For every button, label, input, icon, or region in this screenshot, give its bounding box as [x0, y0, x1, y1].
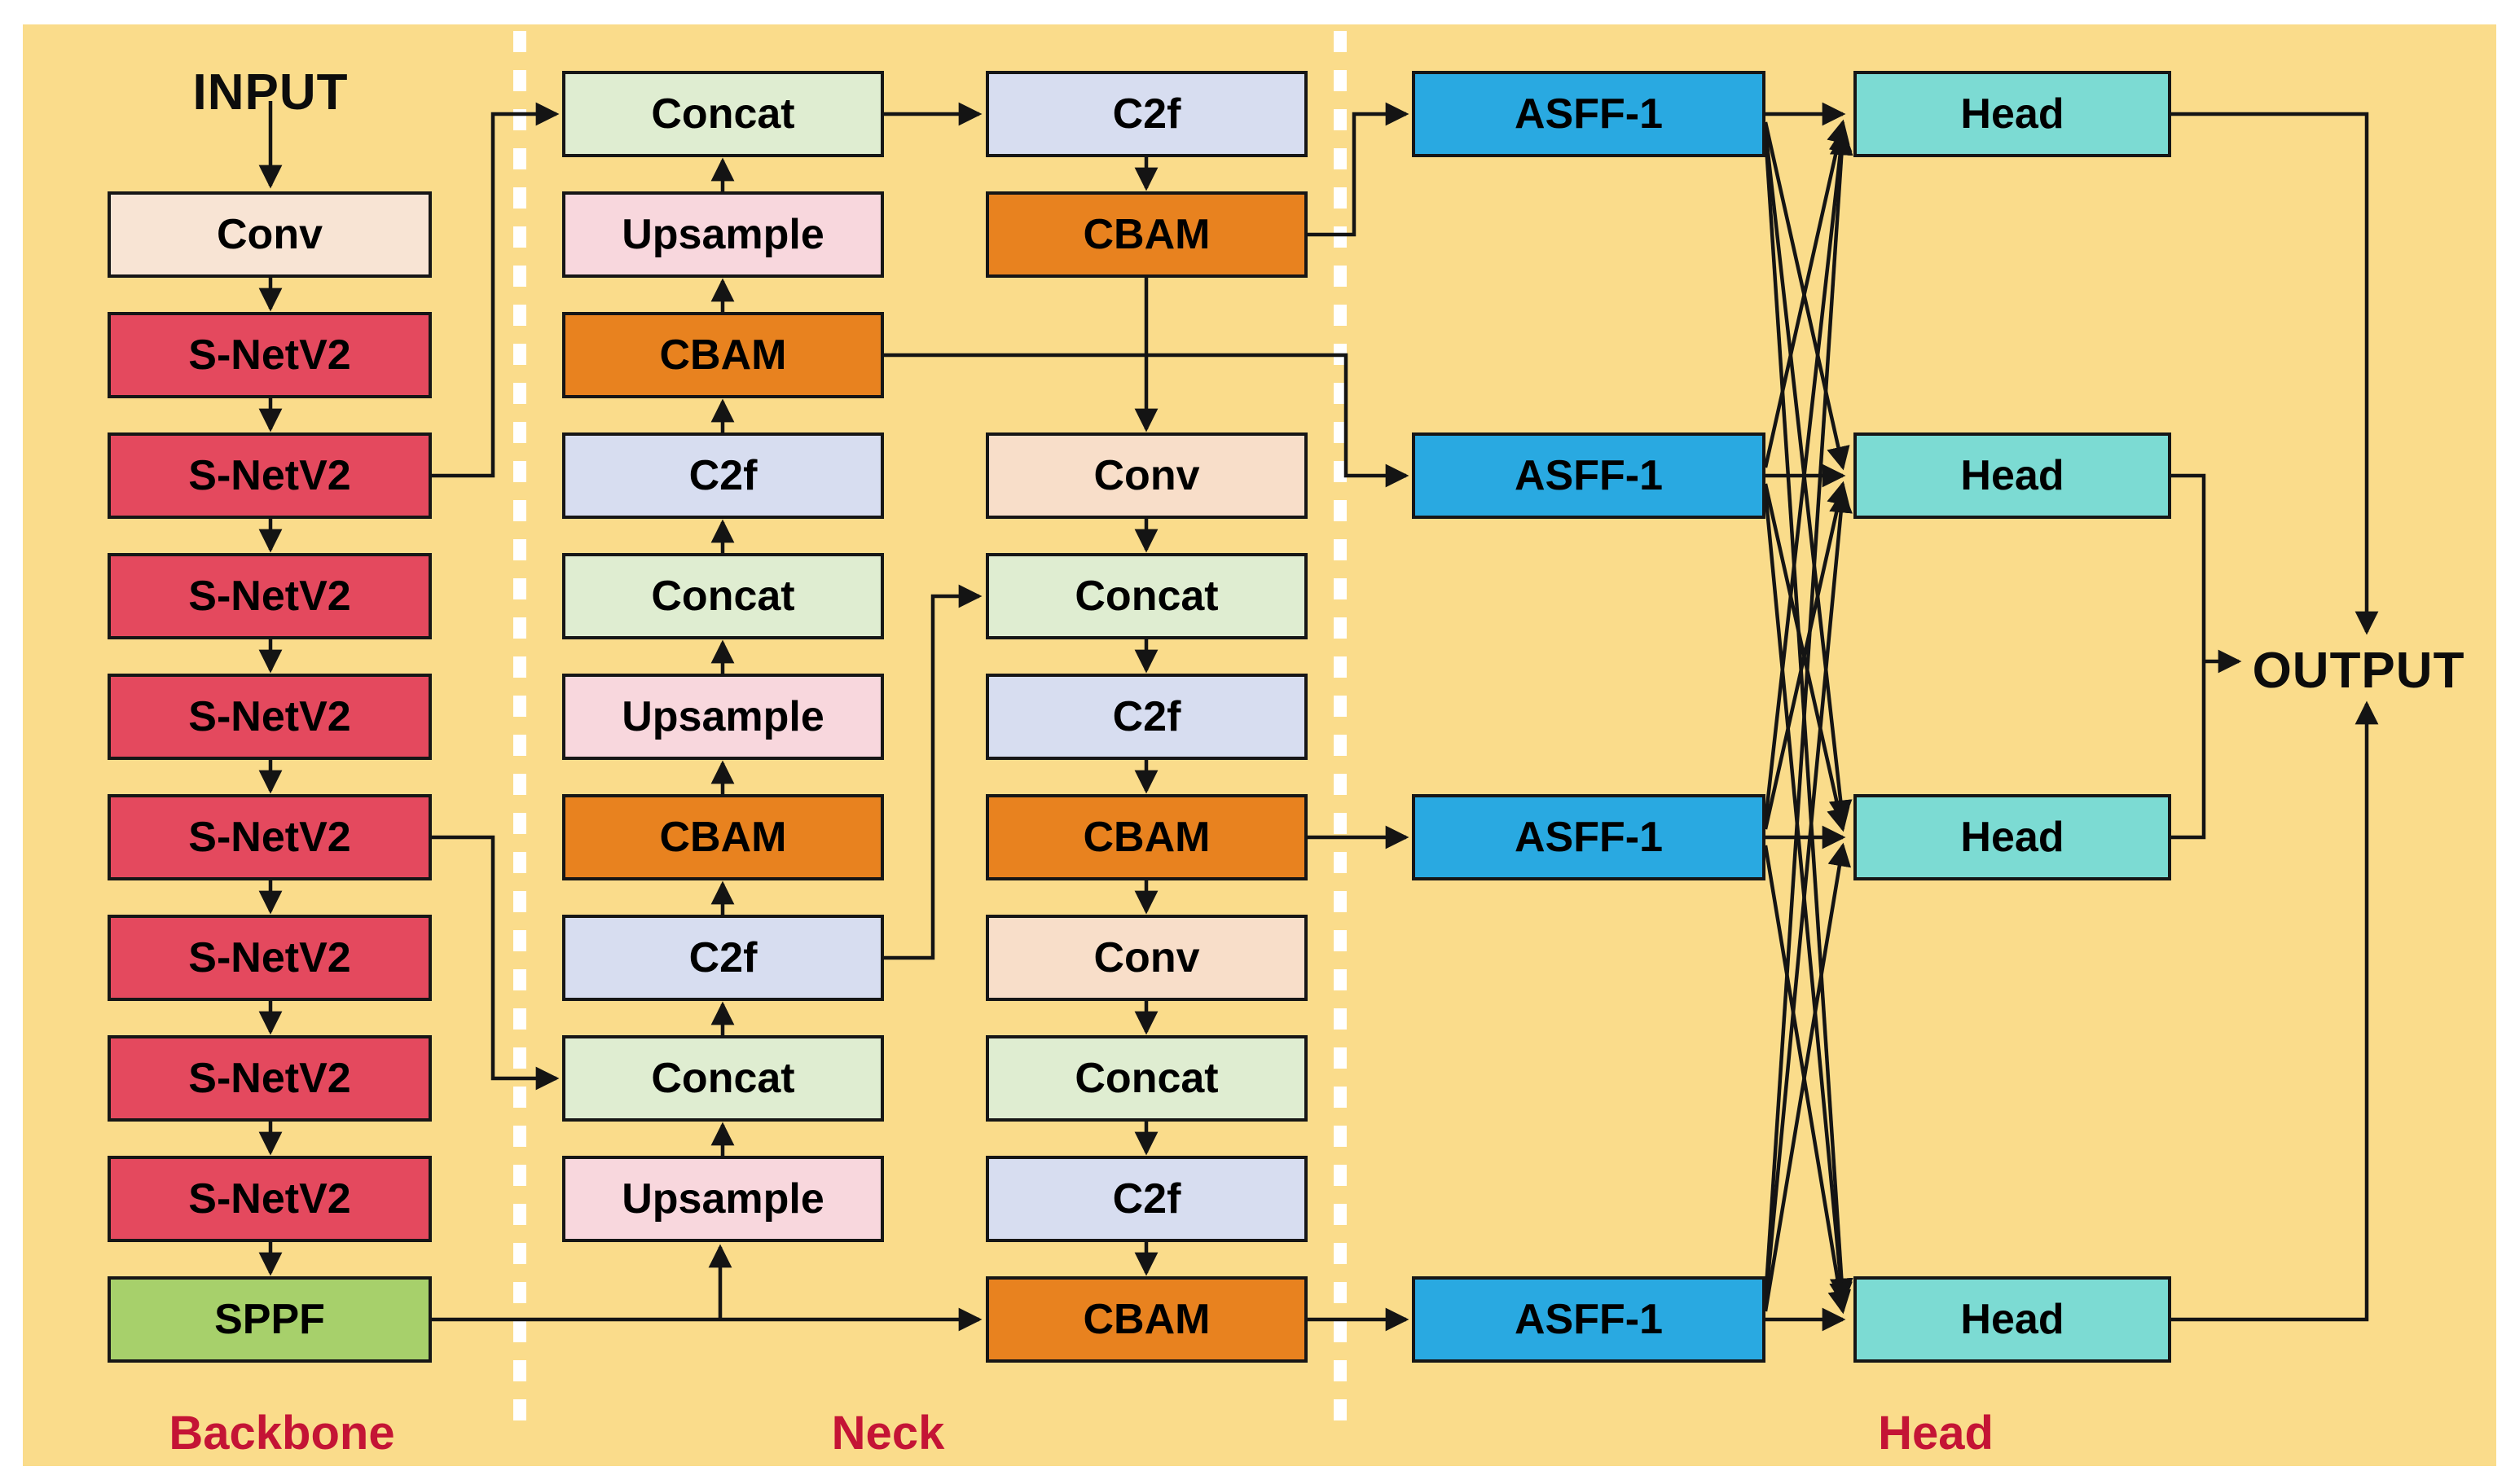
node-s-netv2: S-NetV2: [108, 312, 432, 398]
node-head: Head: [1853, 432, 2171, 519]
node-s-netv2: S-NetV2: [108, 1035, 432, 1122]
node-s-netv2: S-NetV2: [108, 1156, 432, 1242]
node-concat: Concat: [562, 553, 884, 639]
node-c2f: C2f: [986, 71, 1308, 157]
node-upsample: Upsample: [562, 674, 884, 760]
node-asff-1: ASFF-1: [1412, 1276, 1765, 1363]
node-cbam: CBAM: [986, 191, 1308, 278]
node-cbam: CBAM: [986, 794, 1308, 880]
section-label-neck: Neck: [831, 1407, 945, 1460]
output-label: OUTPUT: [2252, 643, 2465, 699]
node-head: Head: [1853, 1276, 2171, 1363]
node-concat: Concat: [986, 553, 1308, 639]
node-c2f: C2f: [562, 915, 884, 1001]
node-upsample: Upsample: [562, 191, 884, 278]
node-s-netv2: S-NetV2: [108, 432, 432, 519]
node-concat: Concat: [562, 1035, 884, 1122]
node-concat: Concat: [562, 71, 884, 157]
node-c2f: C2f: [562, 432, 884, 519]
node-sppf: SPPF: [108, 1276, 432, 1363]
node-s-netv2: S-NetV2: [108, 674, 432, 760]
section-label-head: Head: [1878, 1407, 1994, 1460]
arrow-edges: [258, 101, 2379, 1332]
node-conv: Conv: [986, 432, 1308, 519]
node-asff-1: ASFF-1: [1412, 71, 1765, 157]
node-asff-1: ASFF-1: [1412, 794, 1765, 880]
node-head: Head: [1853, 71, 2171, 157]
node-cbam: CBAM: [562, 312, 884, 398]
node-conv: Conv: [108, 191, 432, 278]
node-c2f: C2f: [986, 674, 1308, 760]
node-cbam: CBAM: [562, 794, 884, 880]
node-asff-1: ASFF-1: [1412, 432, 1765, 519]
node-c2f: C2f: [986, 1156, 1308, 1242]
section-label-backbone: Backbone: [169, 1407, 395, 1460]
node-s-netv2: S-NetV2: [108, 553, 432, 639]
node-upsample: Upsample: [562, 1156, 884, 1242]
node-head: Head: [1853, 794, 2171, 880]
node-concat: Concat: [986, 1035, 1308, 1122]
node-conv: Conv: [986, 915, 1308, 1001]
node-s-netv2: S-NetV2: [108, 794, 432, 880]
node-s-netv2: S-NetV2: [108, 915, 432, 1001]
input-label: INPUT: [192, 64, 349, 121]
node-cbam: CBAM: [986, 1276, 1308, 1363]
